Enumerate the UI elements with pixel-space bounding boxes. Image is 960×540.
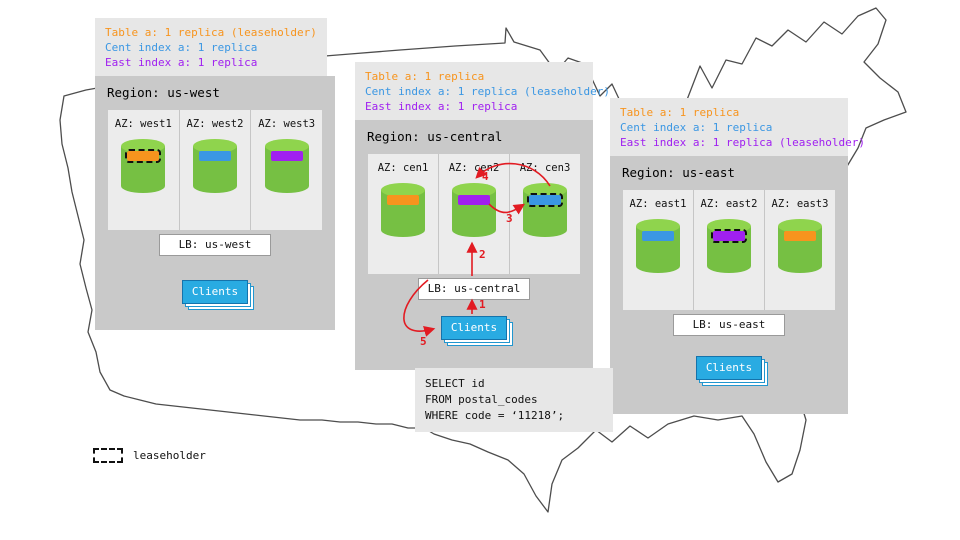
az-east1: AZ: east1	[623, 190, 693, 310]
az-group-us-central: AZ: cen1 AZ: cen2 AZ: cen3	[368, 154, 580, 274]
replica-bar	[642, 231, 674, 241]
database-cylinder	[707, 219, 751, 273]
region-panel-us-east: Region: us-east AZ: east1 AZ: east2 AZ: …	[610, 156, 848, 414]
annotation-line: East index a: 1 replica	[365, 100, 518, 113]
load-balancer-us-east: LB: us-east	[673, 314, 785, 336]
az-label: AZ: west3	[258, 118, 316, 130]
annotation-line: Table a: 1 replica (leaseholder)	[105, 26, 317, 39]
region-panel-us-central: Region: us-central AZ: cen1 AZ: cen2 AZ:…	[355, 120, 593, 370]
az-label: AZ: cen3	[519, 162, 571, 174]
annotation-line: Table a: 1 replica	[365, 70, 485, 83]
replica-bar	[270, 151, 303, 161]
load-balancer-us-west: LB: us-west	[159, 234, 271, 256]
az-west3: AZ: west3	[250, 110, 322, 230]
legend-leaseholder: leaseholder	[93, 448, 206, 463]
database-cylinder	[523, 183, 567, 237]
az-east3: AZ: east3	[764, 190, 835, 310]
region-title: Region: us-west	[107, 85, 220, 100]
database-cylinder	[193, 139, 237, 193]
leaseholder-swatch-icon	[93, 448, 123, 463]
annotation-line: Cent index a: 1 replica	[620, 121, 773, 134]
sql-line: SELECT id	[425, 377, 485, 390]
region-annotation-us-east: Table a: 1 replica Cent index a: 1 repli…	[610, 98, 866, 156]
database-cylinder	[452, 183, 496, 237]
database-cylinder	[778, 219, 822, 273]
az-cen2: AZ: cen2	[438, 154, 509, 274]
az-label: AZ: east3	[771, 198, 829, 210]
replica-bar	[711, 229, 747, 243]
sql-line: WHERE code = ‘11218’;	[425, 409, 565, 422]
az-cen1: AZ: cen1	[368, 154, 438, 274]
replica-bar	[199, 151, 231, 161]
database-cylinder	[121, 139, 166, 193]
database-cylinder	[636, 219, 680, 273]
az-cen3: AZ: cen3	[509, 154, 580, 274]
annotation-line: Table a: 1 replica	[620, 106, 740, 119]
clients-box-us-central: Clients	[441, 316, 507, 340]
region-panel-us-west: Region: us-west AZ: west1 AZ: west2 AZ: …	[95, 76, 335, 330]
clients-box-us-west: Clients	[182, 280, 248, 304]
az-label: AZ: east2	[700, 198, 758, 210]
replica-bar	[458, 195, 490, 205]
az-label: AZ: cen1	[377, 162, 429, 174]
az-west2: AZ: west2	[178, 110, 251, 230]
az-label: AZ: cen2	[448, 162, 500, 174]
az-west1: AZ: west1	[108, 110, 179, 230]
sql-query-box: SELECT id FROM postal_codes WHERE code =…	[415, 368, 613, 432]
az-east2: AZ: east2	[693, 190, 764, 310]
replica-bar	[387, 195, 419, 205]
region-title: Region: us-central	[367, 129, 503, 144]
database-cylinder	[381, 183, 425, 237]
region-title: Region: us-east	[622, 165, 735, 180]
region-annotation-us-west: Table a: 1 replica (leaseholder) Cent in…	[95, 18, 327, 76]
annotation-line: East index a: 1 replica (leaseholder)	[620, 136, 866, 149]
replica-bar	[784, 231, 816, 241]
annotation-line: Cent index a: 1 replica	[105, 41, 258, 54]
az-label: AZ: east1	[629, 198, 687, 210]
az-label: AZ: west1	[114, 118, 172, 130]
clients-box-us-east: Clients	[696, 356, 762, 380]
load-balancer-us-central: LB: us-central	[418, 278, 530, 300]
sql-line: FROM postal_codes	[425, 393, 538, 406]
annotation-line: East index a: 1 replica	[105, 56, 258, 69]
replica-bar	[527, 193, 563, 207]
annotation-line: Cent index a: 1 replica (leaseholder)	[365, 85, 611, 98]
az-group-us-west: AZ: west1 AZ: west2 AZ: west3	[108, 110, 322, 230]
replica-bar	[125, 149, 162, 163]
az-group-us-east: AZ: east1 AZ: east2 AZ: east3	[623, 190, 835, 310]
database-cylinder	[264, 139, 309, 193]
az-label: AZ: west2	[186, 118, 244, 130]
legend-label: leaseholder	[133, 449, 206, 462]
region-annotation-us-central: Table a: 1 replica Cent index a: 1 repli…	[355, 62, 611, 120]
